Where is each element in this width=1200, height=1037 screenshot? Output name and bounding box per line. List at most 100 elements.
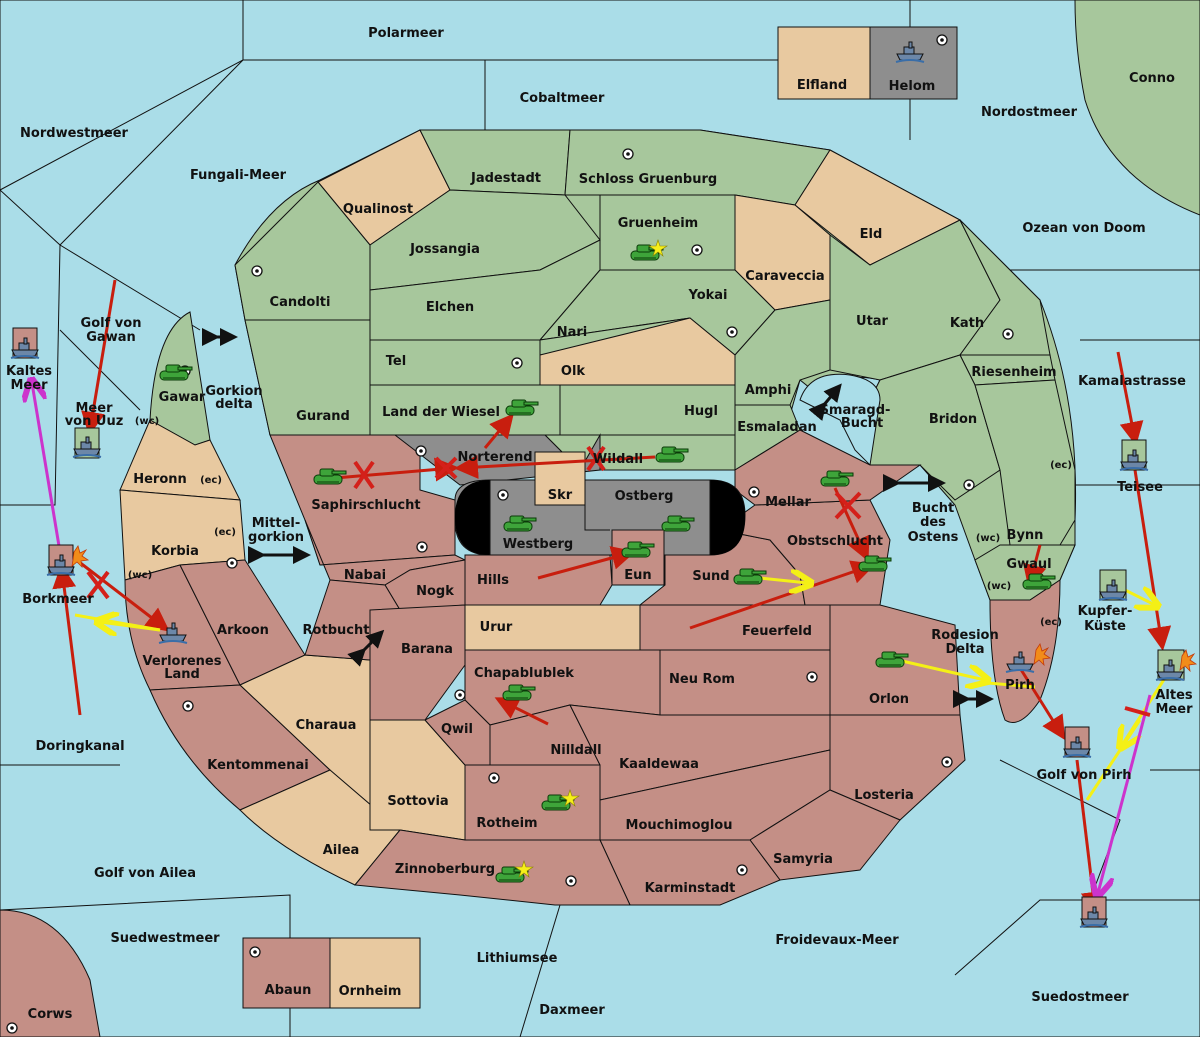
- label-gurand: Gurand: [296, 409, 350, 424]
- label-polarmeer: Polarmeer: [368, 26, 444, 41]
- label-elchen: Elchen: [426, 300, 474, 315]
- label-heronn: Heronn: [133, 472, 187, 487]
- province-conno[interactable]: [1074, 0, 1200, 216]
- star-icon: [514, 860, 534, 878]
- province-zinnoberburg[interactable]: [354, 829, 631, 906]
- supply-center-dot-icon: [249, 946, 261, 958]
- label-altes-meer-1: Altes: [1155, 688, 1193, 703]
- supply-center-dot-icon: [251, 265, 263, 277]
- label-jadestadt: Jadestadt: [470, 171, 541, 186]
- label-amphi: Amphi: [745, 383, 792, 398]
- label-mittelgorkion-1: Mittel-: [252, 516, 301, 531]
- label-golf-von-gawan-2: Gawan: [86, 330, 135, 345]
- label-kaltes-meer-2: Meer: [11, 378, 49, 393]
- supply-center-dot-icon: [488, 772, 500, 784]
- label-nordwestmeer: Nordwestmeer: [20, 126, 128, 141]
- label-abaun: Abaun: [265, 983, 312, 998]
- label-hugl: Hugl: [684, 404, 718, 419]
- x-mark-icon: [1124, 706, 1151, 717]
- supply-center-dot-icon: [454, 689, 466, 701]
- impassable-west-cap: [455, 480, 490, 555]
- fleets: [10, 41, 1198, 928]
- label-teisee: Teisee: [1117, 480, 1163, 495]
- label-land-der-wiesel: Land der Wiesel: [382, 405, 500, 420]
- impassable-east-cap: [710, 480, 745, 555]
- label-golf-von-gawan-1: Golf von: [81, 316, 142, 331]
- label-arkoon: Arkoon: [217, 623, 269, 638]
- label-gwaul-ec: (ec): [1040, 617, 1062, 628]
- supply-center-dot-icon: [416, 541, 428, 553]
- connection-arrows: [202, 328, 994, 708]
- label-candolti: Candolti: [270, 295, 331, 310]
- label-kaaldewaa: Kaaldewaa: [619, 757, 699, 772]
- label-eld: Eld: [860, 227, 883, 242]
- label-gwaul-wc: (wc): [987, 581, 1011, 592]
- label-kentommenai: Kentommenai: [207, 758, 308, 773]
- province-gruenheim[interactable]: [599, 194, 736, 271]
- label-jossangia: Jossangia: [409, 242, 480, 257]
- label-ozean-von-doom: Ozean von Doom: [1022, 221, 1145, 236]
- label-nogk: Nogk: [416, 584, 454, 599]
- label-nari: Nari: [557, 325, 588, 340]
- label-gorkion-delta-1: Gorkion: [205, 384, 262, 399]
- province-losteria[interactable]: [829, 714, 966, 821]
- label-gorkion-delta-2: delta: [215, 397, 253, 412]
- label-wildall: Wildall: [593, 452, 643, 467]
- armies: [159, 239, 1056, 883]
- label-westberg: Westberg: [503, 537, 573, 552]
- label-cobaltmeer: Cobaltmeer: [520, 91, 605, 106]
- label-fungali-meer: Fungali-Meer: [190, 168, 287, 183]
- label-froidevaux-meer: Froidevaux-Meer: [775, 933, 899, 948]
- label-suedwestmeer: Suedwestmeer: [110, 931, 220, 946]
- star-icon: [648, 239, 668, 257]
- supply-center-dot-icon: [806, 671, 818, 683]
- label-golf-von-ailea: Golf von Ailea: [94, 866, 196, 881]
- label-corws: Corws: [28, 1007, 73, 1022]
- label-bridon-ec: (ec): [1050, 460, 1072, 471]
- label-smaragd-bucht-1: Smaragd-: [820, 403, 891, 418]
- label-rodesion-delta-2: Delta: [945, 642, 984, 657]
- label-meer-von-uuz-2: von Uuz: [65, 414, 124, 429]
- label-gawar-wc: (wc): [135, 416, 159, 427]
- label-sund: Sund: [692, 569, 729, 584]
- supply-center-dot-icon: [1002, 328, 1014, 340]
- label-obstschlucht: Obstschlucht: [787, 534, 883, 549]
- x-mark-icon: [353, 460, 375, 490]
- label-bucht-des-ostens-1: Bucht: [912, 501, 954, 516]
- province-central-mountains[interactable]: [454, 479, 746, 556]
- label-kath: Kath: [950, 316, 984, 331]
- province-ornheim[interactable]: [329, 937, 421, 1009]
- label-ostberg: Ostberg: [615, 489, 674, 504]
- label-nabai: Nabai: [344, 568, 386, 583]
- label-karminstadt: Karminstadt: [645, 881, 736, 896]
- supply-center-dot-icon: [691, 244, 703, 256]
- province-elfland[interactable]: [777, 26, 871, 100]
- label-skr: Skr: [548, 488, 573, 503]
- label-urur: Urur: [480, 620, 513, 635]
- label-pirh: Pirh: [1005, 678, 1035, 693]
- label-gruenheim: Gruenheim: [618, 216, 698, 231]
- label-eun: Eun: [624, 568, 651, 583]
- supply-center-dot-icon: [622, 148, 634, 160]
- label-gawar: Gawar: [159, 390, 206, 405]
- label-gwaul: Gwaul: [1006, 557, 1051, 572]
- supply-center-dot-icon: [511, 357, 523, 369]
- supply-center-dot-icon: [226, 557, 238, 569]
- label-smaragd-bucht-2: Bucht: [841, 416, 883, 431]
- label-feuerfeld: Feuerfeld: [742, 624, 812, 639]
- province-heronn[interactable]: [119, 419, 241, 501]
- label-verlorenes-land-2: Land: [164, 667, 200, 682]
- label-norterend: Norterend: [457, 450, 532, 465]
- label-barana: Barana: [401, 642, 453, 657]
- label-charaua: Charaua: [296, 718, 357, 733]
- label-rodesion-delta-1: Rodesion: [931, 628, 998, 643]
- label-korbia-wc: (wc): [128, 570, 152, 581]
- province-bynn[interactable]: [974, 379, 1076, 546]
- label-verlorenes-land-1: Verlorenes: [142, 654, 221, 669]
- label-neu-rom: Neu Rom: [669, 672, 735, 687]
- burst-icon: [1179, 649, 1198, 673]
- supply-center-dot-icon: [415, 445, 427, 457]
- province-corws[interactable]: [0, 909, 101, 1037]
- label-mellar: Mellar: [765, 495, 811, 510]
- label-losteria: Losteria: [854, 788, 914, 803]
